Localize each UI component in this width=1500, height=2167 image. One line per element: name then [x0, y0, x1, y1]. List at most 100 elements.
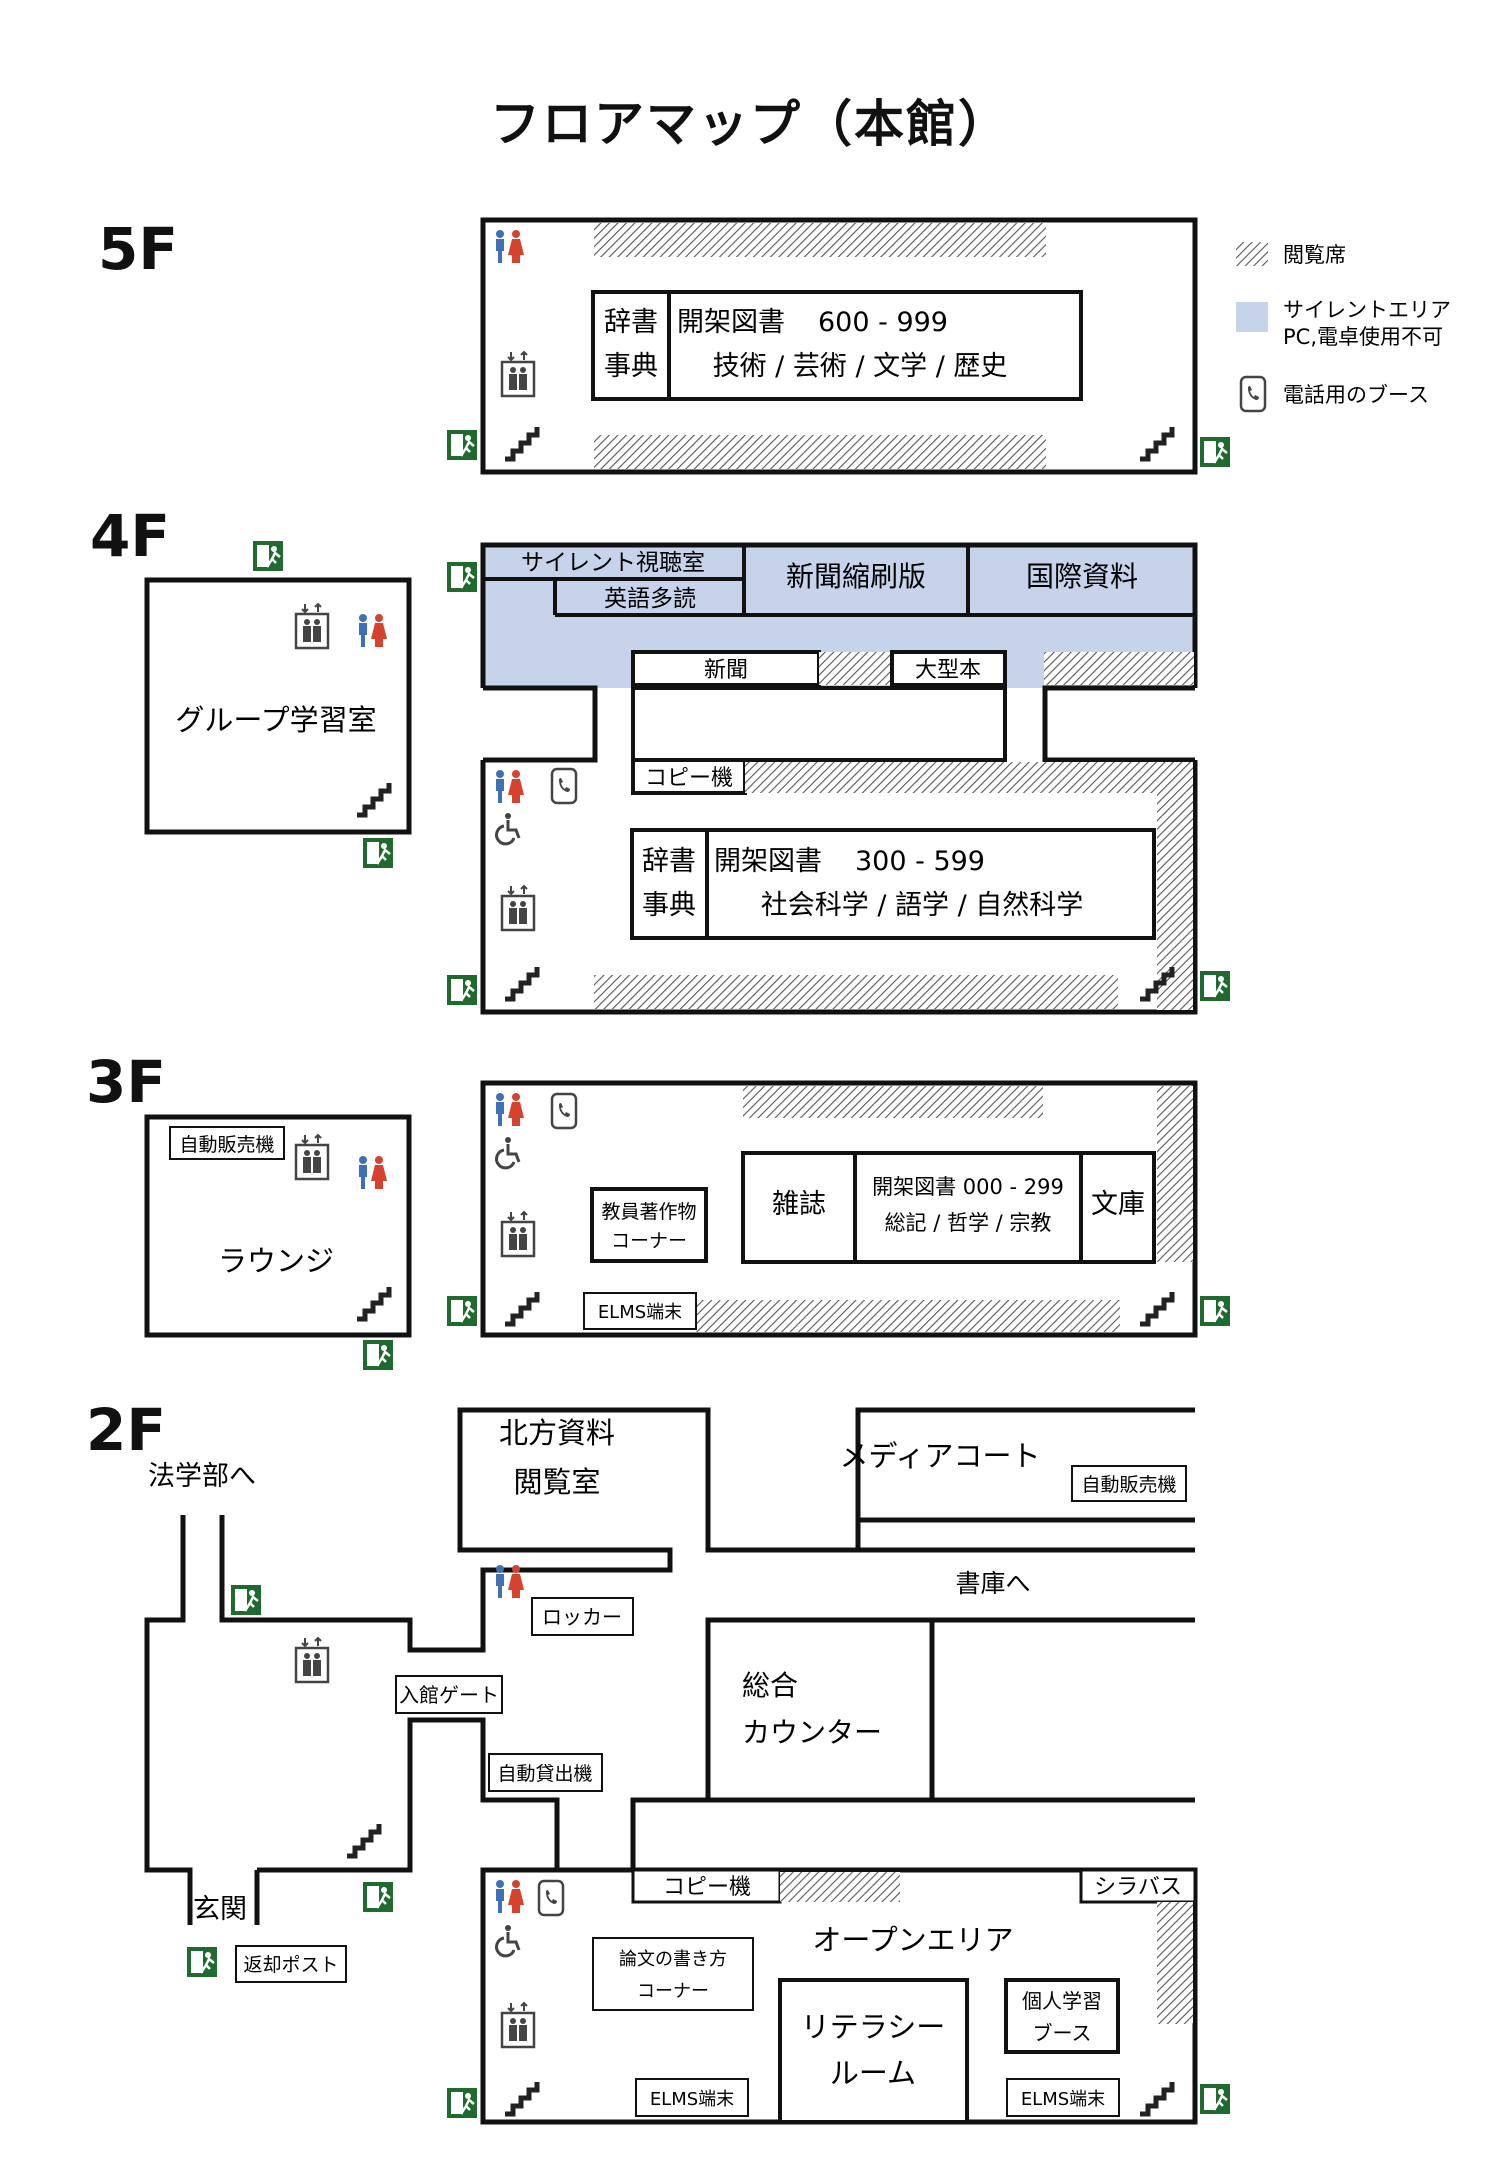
- reading-seats-4f-lower-top: [745, 762, 1193, 793]
- copier-4f: [631, 758, 747, 795]
- stairs-icon-4f-left2: [505, 967, 537, 999]
- northern-materials-2: 閲覧室: [513, 1465, 600, 1499]
- exit-icon-2f-law: [229, 1583, 263, 1617]
- exit-icon-4f-silent: [445, 560, 479, 594]
- vending-3f-label: 自動販売機: [179, 1134, 274, 1156]
- floor-4f-lower-outline: [480, 760, 1198, 1015]
- exit-icon-5f-right: [1198, 435, 1232, 469]
- copier-2f-label: コピー機: [663, 1875, 751, 1900]
- entrance-label: 玄関: [193, 1894, 247, 1925]
- entrance-gate-label: 入館ゲート: [399, 1683, 499, 1707]
- copier-2f: [631, 1868, 782, 1904]
- elms-terminal-2f-left: [635, 2078, 749, 2117]
- syllabus-area: [1079, 1868, 1197, 1904]
- floor-label-2f: 2F: [86, 1396, 166, 1464]
- exit-icon-2f-lower-left: [445, 2086, 479, 2120]
- return-post-label: 返却ポスト: [243, 1954, 338, 1976]
- bunko-label: 文庫: [1091, 1189, 1145, 1220]
- dict-5f-1: 辞書: [604, 307, 658, 338]
- stack-4f-range: 300 - 599: [855, 846, 985, 877]
- english-reading: 英語多読: [604, 586, 696, 612]
- legend-reading-seats: 閲覧席: [1283, 243, 1346, 267]
- elms-2f-right-label: ELMS端末: [1021, 2089, 1105, 2110]
- reading-seats-4f-lower-bottom: [594, 975, 1118, 1009]
- legend-phone-booth: 電話用のブース: [1283, 383, 1429, 407]
- newspaper-reduced: 新聞縮刷版: [786, 560, 926, 593]
- elevator-icon-2f-left: [294, 1636, 330, 1684]
- large-books-area: [890, 650, 1007, 687]
- international-materials: 国際資料: [1026, 560, 1138, 593]
- exit-icon-4f-group: [361, 836, 395, 870]
- syllabus-label: シラバス: [1094, 1875, 1182, 1900]
- legend-silent-area: サイレントエリア: [1283, 298, 1451, 322]
- stack-3f: [741, 1151, 1156, 1264]
- exit-icon-4f-lower-left: [445, 973, 479, 1007]
- vending-3f: [169, 1126, 285, 1160]
- media-court-label: メディアコート: [840, 1439, 1041, 1473]
- legend-phone-icon: [1239, 375, 1267, 413]
- self-checkout[interactable]: [488, 1753, 603, 1792]
- floor-4f: グループ学習室 サイレント視聴室 英語多読 新聞縮刷版 国際資料 新聞 大型本 …: [144, 539, 1232, 1015]
- stack-5f-range: 600 - 999: [818, 307, 948, 338]
- phone-booth-icon-3f: [550, 1092, 578, 1130]
- reading-seats-3f-top: [743, 1086, 1043, 1118]
- exit-icon-5f-left: [445, 428, 479, 462]
- literacy-room: [778, 1978, 969, 2124]
- exit-icon-3f-right: [1198, 1294, 1232, 1328]
- thesis-writing-1: 論文の書き方: [619, 1949, 727, 1970]
- faculty-works-corner: [590, 1187, 708, 1263]
- faculty-works-1: 教員著作物: [601, 1201, 696, 1223]
- dict-5f-2: 事典: [604, 351, 658, 382]
- reading-seats-2f-right: [1157, 1902, 1193, 2024]
- stack-5f-subjects: 技術 / 芸術 / 文学 / 歴史: [713, 351, 1008, 382]
- group-study-room: [144, 577, 412, 835]
- literacy-room-1: リテラシー: [801, 2010, 945, 2044]
- reading-seats-3f-right: [1157, 1086, 1193, 1262]
- phone-booth-icon-4f: [550, 767, 578, 805]
- lounge-label: ラウンジ: [218, 1244, 334, 1278]
- elms-2f-left-label: ELMS端末: [650, 2089, 734, 2110]
- stairwell-4f: [631, 686, 1007, 762]
- literacy-room-2: ルーム: [830, 2056, 916, 2090]
- locker-label: ロッカー: [542, 1605, 622, 1629]
- stack-4f: [630, 828, 1156, 940]
- dict-4f-2: 事典: [642, 890, 696, 921]
- legend-hatch-swatch: [1236, 242, 1268, 266]
- northern-materials-1: 北方資料: [499, 1416, 615, 1450]
- exit-icon-2f-entrance: [185, 1945, 219, 1979]
- elms-terminal-2f-right: [1006, 2078, 1120, 2117]
- locker-area: [531, 1597, 634, 1636]
- dict-4f-1: 辞書: [642, 846, 696, 877]
- thesis-writing-corner: [592, 1937, 754, 2011]
- copier-4f-label: コピー機: [645, 766, 733, 791]
- reading-seats-5f-bottom: [594, 435, 1046, 469]
- floor-label-3f: 3F: [86, 1048, 166, 1116]
- exit-icon-3f-left: [445, 1294, 479, 1328]
- exit-icon-2f-lower-right: [1198, 2082, 1232, 2116]
- floor-label-5f: 5F: [98, 215, 178, 283]
- entrance-gate[interactable]: [395, 1675, 503, 1714]
- elms-3f-label: ELMS端末: [598, 1302, 682, 1323]
- stack-5f-title: 開架図書: [677, 307, 785, 338]
- page-title: フロアマップ（本館）: [490, 95, 1010, 153]
- restroom-icon-4f: [496, 770, 524, 803]
- floor-3f: 自動販売機 ラウンジ 雑誌 開架図書 000 - 299 総記 / 哲学 / 宗…: [144, 1080, 1232, 1372]
- newspaper-area: [631, 650, 821, 687]
- open-area-label: オープンエリア: [812, 1923, 1013, 1957]
- stack-3f-title: 開架図書 000 - 299: [872, 1175, 1064, 1199]
- self-checkout-label: 自動貸出機: [497, 1763, 592, 1785]
- large-books-label: 大型本: [915, 658, 981, 683]
- exit-icon-2f-mid: [361, 1880, 395, 1914]
- silent-av-room: サイレント視聴室: [521, 550, 705, 576]
- legend: 閲覧席 サイレントエリア PC,電卓使用不可 電話用のブース: [1236, 242, 1451, 413]
- reading-seats-5f-top: [594, 223, 1046, 257]
- faculty-works-2: コーナー: [611, 1230, 687, 1252]
- elms-terminal-3f: [583, 1292, 697, 1330]
- general-counter-2: カウンター: [742, 1716, 882, 1749]
- wheelchair-icon-4f: [495, 811, 521, 846]
- stack-3f-subjects: 総記 / 哲学 / 宗教: [885, 1211, 1052, 1235]
- floor-2f: 法学部へ 北方資料 閲覧室 メディアコート 自動販売機 書庫へ ロッカー 入館ゲ…: [144, 1407, 1232, 2125]
- elevator-icon-4f: [500, 884, 536, 932]
- floor-5f: 辞書 事典 開架図書 600 - 999 技術 / 芸術 / 文学 / 歴史: [445, 217, 1232, 475]
